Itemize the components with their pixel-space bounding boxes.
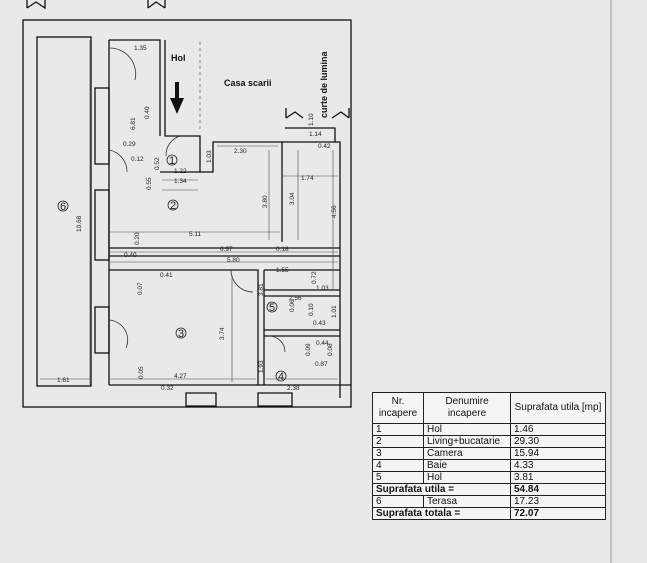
dim-5.11: 5.11 (189, 231, 202, 238)
row-name: Camera (423, 447, 511, 460)
row-name: Hol (423, 423, 511, 436)
total-util-value: 54.84 (510, 483, 606, 496)
arrow-down-icon (170, 82, 184, 114)
dim-3.74: 3.74 (219, 327, 226, 340)
dim-3.80: 3.80 (262, 195, 269, 208)
row-name: Hol (423, 471, 511, 484)
row-name: Baie (423, 459, 511, 472)
dim-1.61: 1.61 (57, 377, 70, 384)
dim-0.10: 0.10 (308, 303, 315, 316)
dim-0.72: 0.72 (311, 271, 318, 284)
dim-0.09: 0.09 (305, 343, 312, 356)
terasa-row: 6 Terasa 17.23 (372, 495, 606, 508)
room-number-2: 2 (170, 200, 176, 212)
row-name: Terasa (423, 495, 511, 508)
row-area: 1.46 (510, 423, 606, 436)
dim-1.03-b: 1.03 (316, 285, 329, 292)
label-casa-scarii: Casa scarii (224, 78, 272, 88)
dim-1.10: 1.10 (308, 113, 315, 126)
row-area: 15.94 (510, 447, 606, 460)
dim-4.56: 4.56 (331, 205, 338, 218)
dim-0.40-b: 0.40 (124, 252, 137, 259)
row-area: 29.30 (510, 435, 606, 448)
dim-2.38: 2.38 (287, 385, 300, 392)
dim-0.29: 0.29 (123, 141, 136, 148)
dim-0.12: 0.12 (131, 156, 144, 163)
label-curte-de-lumina: curte de lumina (319, 50, 329, 118)
header-suprafata: Suprafata utila [mp] (510, 392, 606, 424)
row-nr: 1 (372, 423, 424, 436)
total-util-label: Suprafata utila = (372, 483, 511, 496)
row-nr: 5 (372, 471, 424, 484)
dim-1.93: 1.93 (258, 360, 265, 373)
area-legend-table: Nr. incapere Denumire incapere Suprafata… (372, 392, 606, 520)
dim-4.27: 4.27 (174, 373, 187, 380)
total-util-row: Suprafata utila = 54.84 (372, 483, 606, 496)
dim-6.81: 6.81 (130, 117, 137, 130)
room-number-4: 4 (278, 371, 284, 383)
row-nr: 4 (372, 459, 424, 472)
dim-3.81: 3.81 (258, 283, 265, 296)
dim-0.32: 0.32 (161, 385, 174, 392)
room-number-3: 3 (178, 328, 184, 340)
row-nr: 3 (372, 447, 424, 460)
header-nr: Nr. incapere (372, 392, 424, 424)
row-area: 17.23 (510, 495, 606, 508)
dim-0.42: 0.42 (318, 143, 331, 150)
dimension-lines (40, 40, 338, 385)
total-value: 72.07 (510, 507, 606, 520)
dim-0.43: 0.43 (313, 320, 326, 327)
total-row: Suprafata totala = 72.07 (372, 507, 606, 520)
dim-0.41: 0.41 (160, 272, 173, 279)
dim-0.87: 0.87 (315, 361, 328, 368)
dim-5.80: 5.80 (227, 257, 240, 264)
dim-10.68: 10.68 (76, 215, 83, 232)
table-row: 3 Camera 15.94 (372, 447, 606, 460)
label-hol: Hol (171, 53, 186, 63)
room-number-6: 6 (60, 201, 66, 213)
dim-1.35: 1.35 (134, 45, 147, 52)
header-denumire: Denumire incapere (423, 392, 511, 424)
dim-1.74: 1.74 (301, 175, 314, 182)
dim-2.56: 2.56 (289, 295, 302, 302)
dim-1.14: 1.14 (309, 131, 322, 138)
dim-0.18: 0.18 (276, 246, 289, 253)
row-name: Living+bucatarie (423, 435, 511, 448)
dim-1.03-a: 1.03 (206, 150, 213, 163)
row-area: 4.33 (510, 459, 606, 472)
walls (22, 0, 352, 408)
total-label: Suprafata totala = (372, 507, 511, 520)
dim-0.20: 0.20 (134, 232, 141, 245)
door-arcs (108, 47, 286, 353)
dim-6.97: 6.97 (220, 246, 233, 253)
row-nr: 6 (372, 495, 424, 508)
dim-0.40: 0.40 (144, 106, 151, 119)
room-number-1: 1 (169, 155, 175, 167)
legend-header-row: Nr. incapere Denumire incapere Suprafata… (372, 392, 606, 424)
row-nr: 2 (372, 435, 424, 448)
table-row: 2 Living+bucatarie 29.30 (372, 435, 606, 448)
room-circles (57, 154, 287, 382)
dim-0.44: 0.44 (316, 340, 329, 347)
dim-1.34: 1.34 (174, 178, 187, 185)
dim-1.01: 1.01 (331, 305, 338, 318)
dim-1.22: 1.22 (174, 168, 187, 175)
dim-0.08: 0.08 (327, 343, 334, 356)
dim-3.04: 3.04 (289, 192, 296, 205)
table-row: 5 Hol 3.81 (372, 471, 606, 484)
dim-0.05: 0.05 (138, 366, 145, 379)
dim-0.55: 0.55 (146, 177, 153, 190)
dim-0.52: 0.52 (154, 157, 161, 170)
room-number-5: 5 (269, 302, 275, 314)
table-row: 1 Hol 1.46 (372, 423, 606, 436)
dim-0.07: 0.07 (137, 282, 144, 295)
dim-1.55: 1.55 (276, 267, 289, 274)
table-row: 4 Baie 4.33 (372, 459, 606, 472)
dim-2.30: 2.30 (234, 148, 247, 155)
row-area: 3.81 (510, 471, 606, 484)
dim-0.06: 0.06 (289, 299, 296, 312)
